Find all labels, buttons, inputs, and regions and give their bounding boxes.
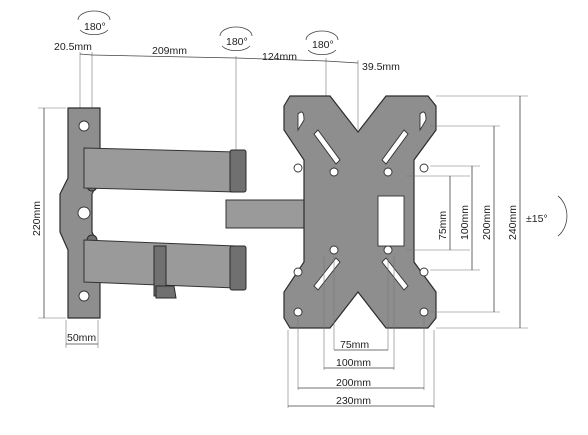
rotation-indicator-middle: 180° — [219, 26, 253, 52]
top-dimension-chain: 20.5mm 209mm 124mm 39.5mm — [54, 41, 400, 150]
wall-plate — [59, 107, 101, 319]
vesa-slot-tl — [297, 111, 305, 132]
dim-wall-width-label: 50mm — [67, 332, 96, 344]
wall-plate-hole-top — [78, 120, 90, 132]
dim-arm1-label: 209mm — [152, 45, 187, 57]
tilt-label: ±15° — [526, 213, 548, 225]
right-dimensions: 75mm 100mm 200mm 240mm ±15° — [406, 95, 568, 329]
dim-h100-label: 100mm — [336, 357, 371, 369]
dim-v75-label: 75mm — [437, 211, 449, 240]
rotation-indicator-left: 180° — [77, 10, 111, 36]
dim-v240-label: 240mm — [507, 205, 519, 240]
rotation-label-right: 180° — [312, 39, 334, 51]
dim-plate-depth-label: 39.5mm — [362, 61, 400, 73]
wall-plate-hole-bottom — [78, 290, 90, 302]
rotation-indicator-right: 180° — [305, 30, 339, 56]
rotation-label-left: 180° — [84, 21, 106, 33]
center-bar — [225, 199, 311, 229]
dim-v200-label: 200mm — [481, 205, 493, 240]
vesa-plate — [283, 95, 437, 329]
rotation-label-middle: 180° — [226, 36, 248, 48]
bottom-dimensions: 75mm 100mm 200mm 230mm — [287, 256, 435, 408]
dim-offset-label: 20.5mm — [54, 41, 92, 53]
lower-arm — [83, 239, 247, 299]
dim-h230-label: 230mm — [336, 395, 371, 407]
wall-plate-hole-center — [77, 206, 91, 220]
dim-h200-label: 200mm — [336, 377, 371, 389]
left-dimensions: 220mm 50mm — [31, 107, 99, 348]
dim-h75-label: 75mm — [340, 339, 369, 351]
dim-wall-height-label: 220mm — [31, 201, 43, 236]
dim-v100-label: 100mm — [459, 205, 471, 240]
upper-arm — [83, 147, 247, 193]
dim-arm2-label: 124mm — [262, 51, 297, 63]
vesa-slot-tr — [419, 111, 427, 132]
